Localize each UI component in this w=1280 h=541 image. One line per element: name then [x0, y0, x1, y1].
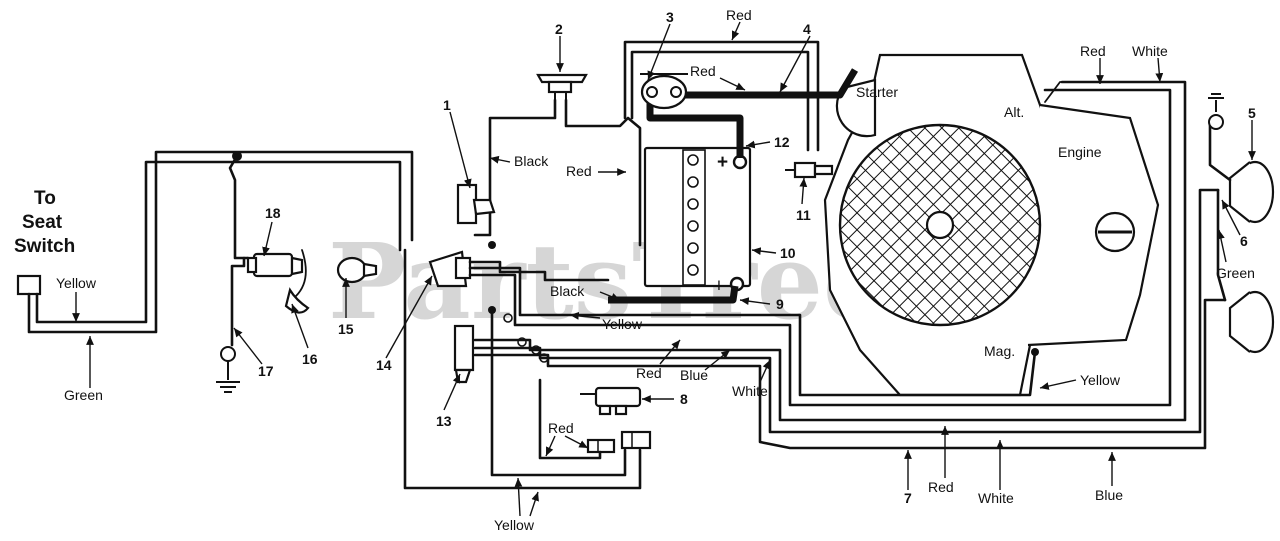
- wire-label-red-alt: Red: [1080, 43, 1106, 59]
- wire-light-ground: [1208, 120, 1232, 182]
- wire-ignition-tap: [228, 154, 250, 260]
- callout-1: 1: [443, 97, 451, 113]
- battery-minus-sign: I: [717, 277, 721, 293]
- callout-9: 9: [776, 296, 784, 312]
- callout-18: 18: [265, 205, 281, 221]
- wire-red-alt: [468, 88, 1172, 407]
- wire-label-red-top: Red: [726, 7, 752, 23]
- wire-label-black-batt: Black: [550, 283, 585, 299]
- wire-label-red-starter: Red: [690, 63, 716, 79]
- cable-ground: [608, 285, 739, 304]
- plug-connectors: [586, 430, 652, 454]
- callout-4: 4: [803, 21, 811, 37]
- battery: + I: [643, 146, 752, 293]
- callout-5: 5: [1248, 105, 1256, 121]
- wire-green-seat: [27, 150, 414, 334]
- wire-yellow-seat: [35, 160, 402, 324]
- callout-8: 8: [680, 391, 688, 407]
- wire-red-loop: [623, 40, 820, 152]
- component-8: [580, 386, 642, 416]
- watermark: PartsTree: [328, 220, 889, 343]
- wire-label-green-right: Green: [1216, 265, 1255, 281]
- callout-14: 14: [376, 357, 392, 373]
- solenoid: [640, 73, 688, 110]
- callout-2: 2: [555, 21, 563, 37]
- battery-plus-sign: +: [717, 152, 728, 173]
- alt-label: Alt.: [1004, 104, 1024, 120]
- wire-label-red-mid: Red: [566, 163, 592, 179]
- to-seat-switch-line-2: Seat: [22, 212, 63, 233]
- wire-red-loop-inner: [630, 50, 810, 152]
- mag-label: Mag.: [984, 343, 1015, 359]
- callout-7: 7: [904, 490, 912, 506]
- component-15: [336, 256, 378, 284]
- wire-label-blue-lower: Blue: [680, 367, 708, 383]
- wire-red-plug: [538, 378, 602, 460]
- callout-13: 13: [436, 413, 452, 429]
- wire-label-green-left: Green: [64, 387, 103, 403]
- wire-red-fuse: [564, 98, 642, 247]
- wire-green-light: [1216, 188, 1227, 302]
- light-ground: [1208, 93, 1224, 130]
- callout-16: 16: [302, 351, 318, 367]
- starter-label: Starter: [856, 84, 898, 100]
- wire-label-red-lower: Red: [636, 365, 662, 381]
- switch-14: [428, 250, 472, 288]
- wire-label-white-bottom: White: [978, 490, 1014, 506]
- callout-17: 17: [258, 363, 274, 379]
- wire-label-yellow-mid: Yellow: [602, 316, 643, 332]
- key-16: [284, 287, 310, 314]
- connector-11: [785, 161, 834, 179]
- callout-6: 6: [1240, 233, 1248, 249]
- wire-label-black-mid: Black: [514, 153, 549, 169]
- wire-ground-17: [230, 256, 246, 347]
- wire-label-white-lower: White: [732, 383, 768, 399]
- engine-label: Engine: [1058, 144, 1102, 160]
- wire-yellow-mag: [468, 266, 1037, 397]
- wire-black-center: [468, 260, 610, 282]
- wire-label-yellow-mag: Yellow: [1080, 372, 1121, 388]
- wire-label-yellow-left: Yellow: [56, 275, 97, 291]
- callout-11: 11: [796, 207, 811, 223]
- callout-12: 12: [774, 134, 790, 150]
- switch-1: [456, 183, 496, 225]
- wire-white-alt: [473, 80, 1187, 422]
- wire-label-red-bottom: Red: [928, 479, 954, 495]
- wire-label-blue-bottom: Blue: [1095, 487, 1123, 503]
- to-seat-switch-line-3: Switch: [14, 236, 75, 257]
- ground-17: [216, 346, 240, 393]
- callout-15: 15: [338, 321, 354, 337]
- headlight-upper: [1228, 160, 1275, 224]
- wire-label-yellow-bottom: Yellow: [494, 517, 535, 533]
- headlight-lower: [1228, 290, 1275, 354]
- wire-label-white-alt: White: [1132, 43, 1168, 59]
- cable-positive: [646, 95, 744, 158]
- wire-yellow-bottom-inner: [490, 308, 627, 477]
- wire-yellow-bottom: [403, 248, 642, 490]
- ignition-switch: [246, 249, 307, 297]
- seat-switch-connector: [16, 274, 42, 296]
- callout-3: 3: [666, 9, 674, 25]
- switch-13: [453, 324, 475, 384]
- to-seat-switch-line-1: To: [34, 188, 56, 209]
- fuse-holder: [536, 73, 588, 100]
- wire-label-red-plug: Red: [548, 420, 574, 436]
- callout-10: 10: [780, 245, 796, 261]
- wire-black-fuse: [473, 98, 557, 237]
